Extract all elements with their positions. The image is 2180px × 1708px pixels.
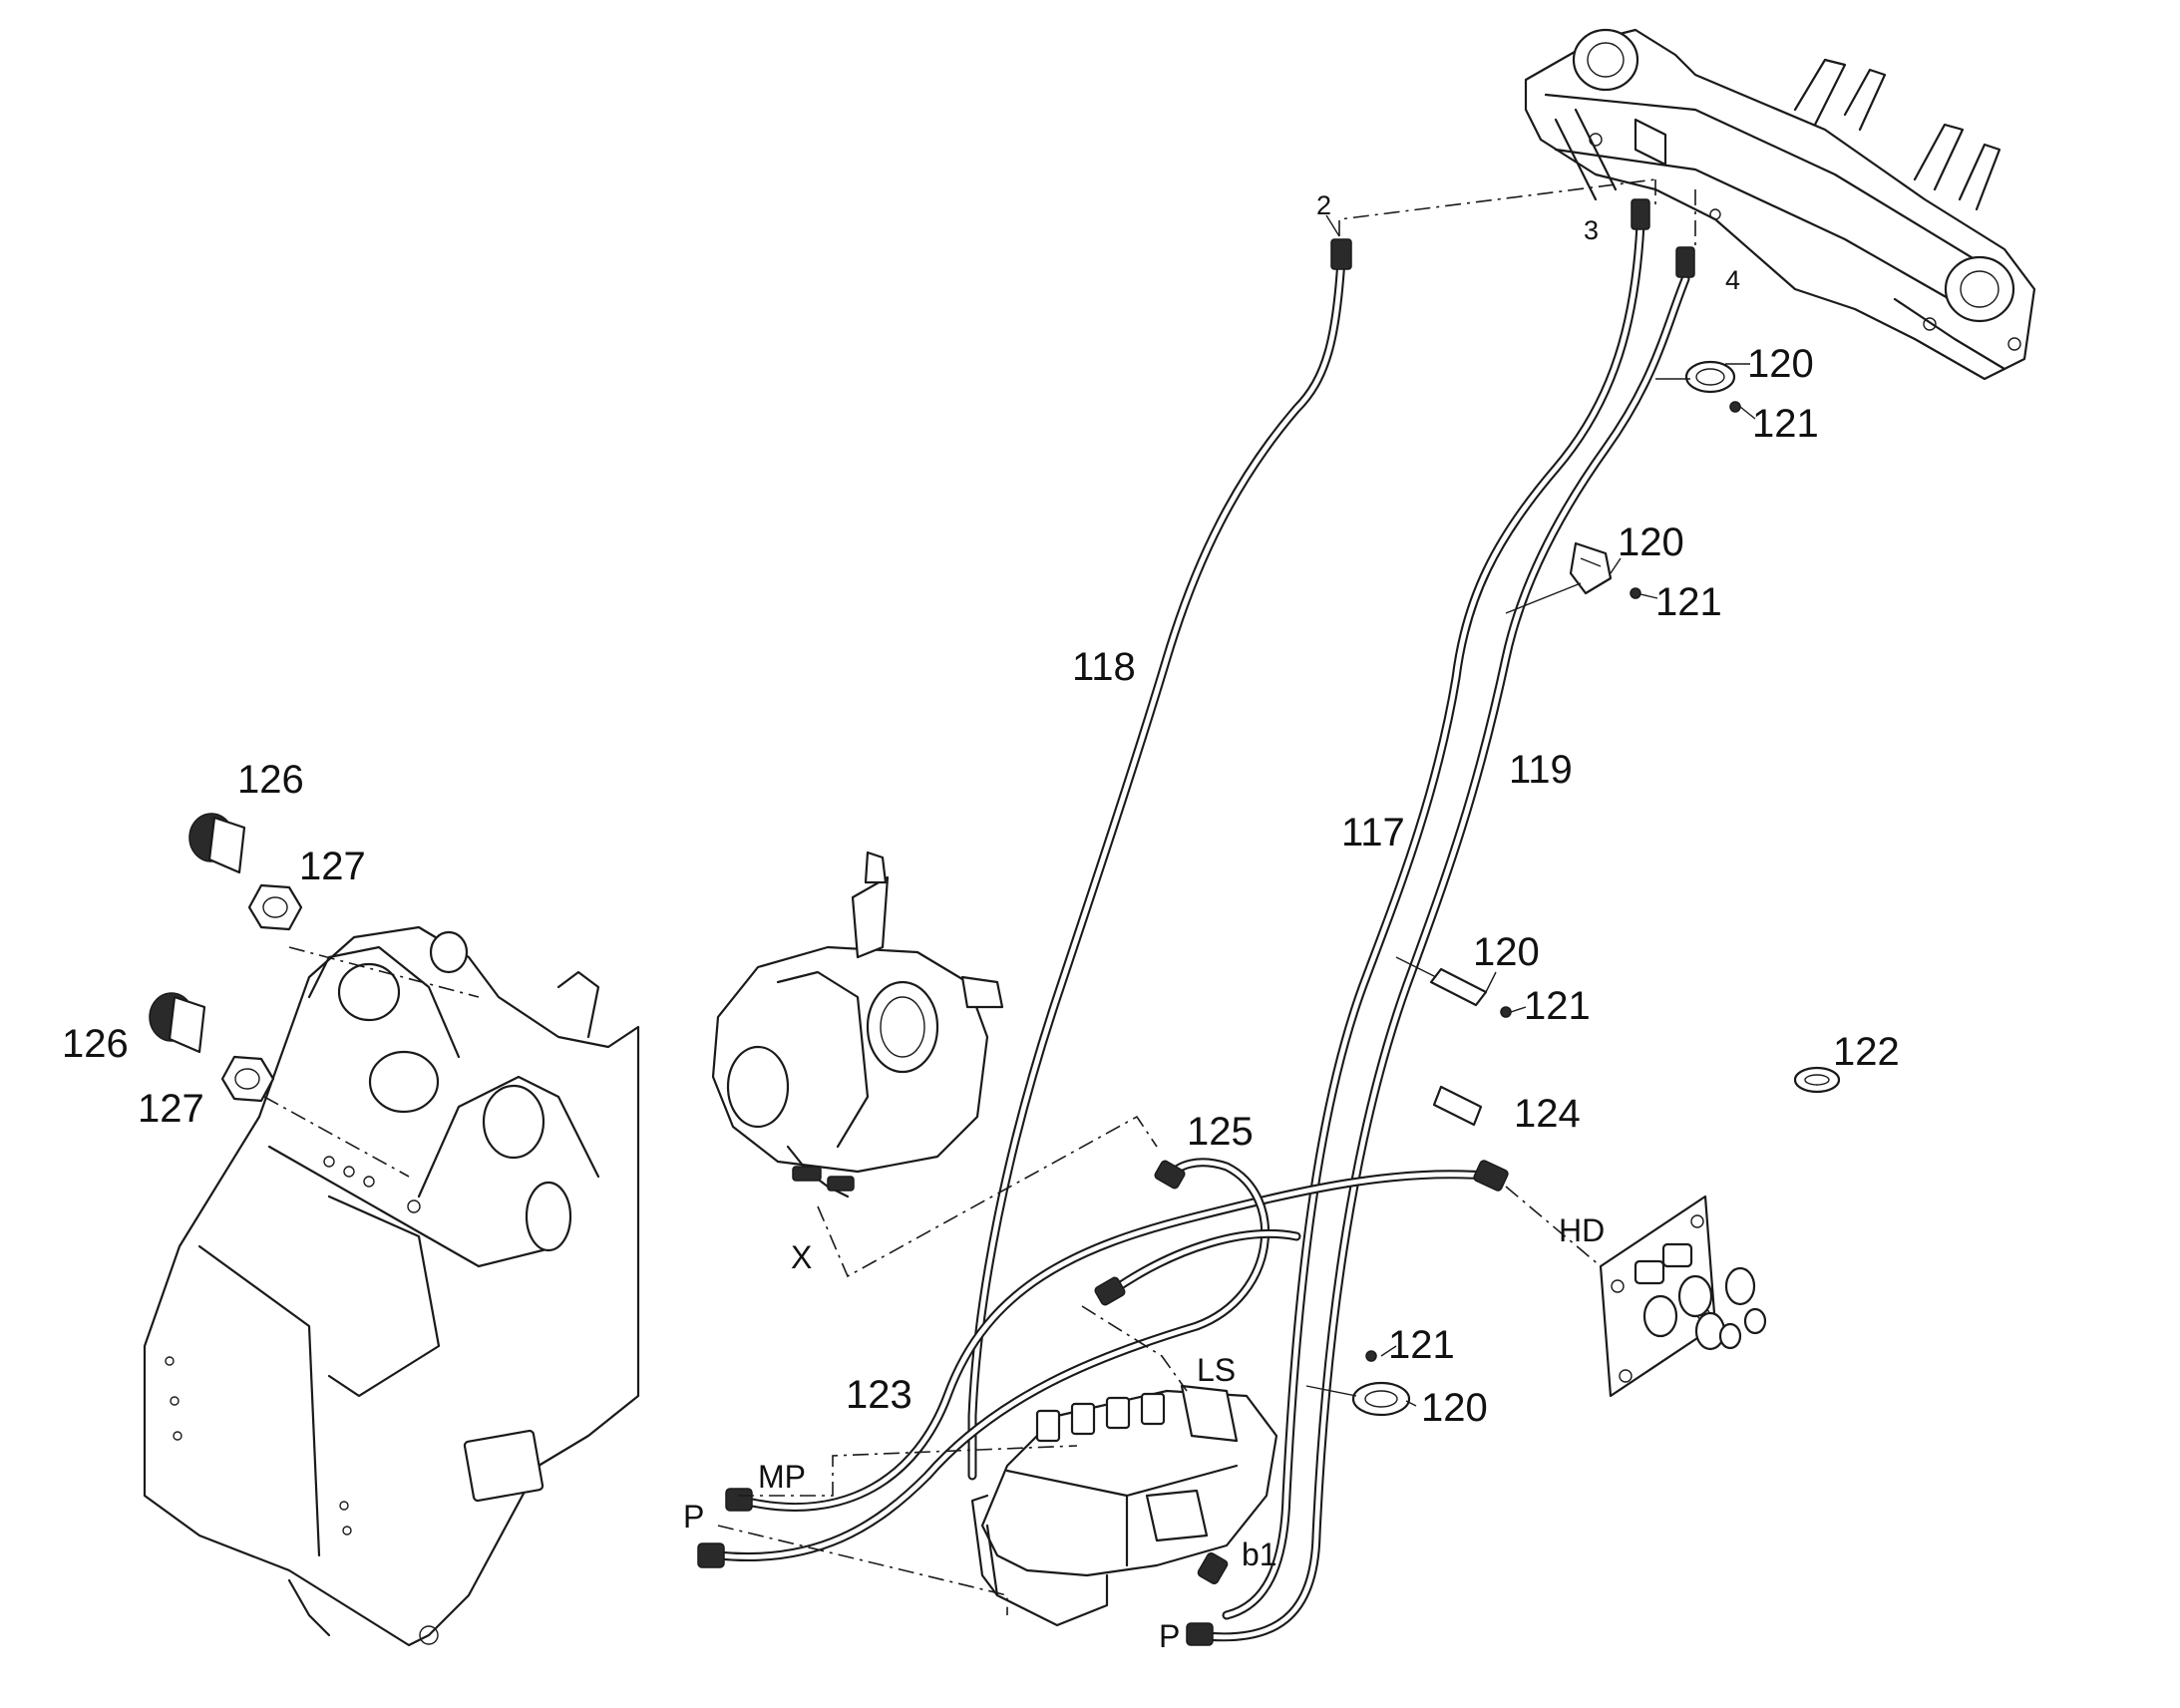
clamp-120-a: [1655, 360, 1741, 413]
leader-line-x: [817, 1115, 1158, 1278]
hose-119: [1192, 274, 1690, 1642]
callout-120-c: 120: [1473, 930, 1540, 974]
port-label-ls: LS: [1197, 1352, 1236, 1388]
callout-126-a: 126: [237, 758, 304, 802]
callout-124: 124: [1514, 1092, 1581, 1136]
callout-120-b: 120: [1618, 520, 1684, 564]
callout-125: 125: [1187, 1110, 1254, 1154]
hose-125: [713, 1158, 1271, 1561]
callout-120-a: 120: [1747, 342, 1814, 386]
callout-121-d: 121: [1388, 1323, 1455, 1367]
callout-126-b: 126: [62, 1022, 129, 1066]
callout-2: 2: [1316, 190, 1331, 220]
callout-119: 119: [1509, 748, 1573, 792]
callout-123: 123: [846, 1373, 912, 1417]
callout-122: 122: [1833, 1030, 1900, 1074]
bulkhead-fitting-126-a: [188, 813, 246, 874]
callout-117: 117: [1341, 811, 1405, 854]
callout-labels: 2 3 4 120 121 120 121 118 119 117 120 12…: [62, 190, 1900, 1430]
port-labels: X HD LS MP P P b1: [683, 1212, 1605, 1654]
hose-118: [967, 254, 1346, 1481]
leader-line-ls: [1081, 1305, 1188, 1392]
callout-3: 3: [1584, 215, 1599, 245]
port-label-b1: b1: [1242, 1537, 1277, 1572]
leader-line-127-a: [288, 946, 480, 998]
bulkhead-fitting-126-b: [149, 992, 206, 1054]
callout-127-a: 127: [299, 845, 366, 888]
quick-coupler-plate: [1599, 1195, 1767, 1398]
control-valve-block: [970, 1384, 1278, 1627]
callout-4: 4: [1725, 265, 1740, 295]
callout-121-a: 121: [1752, 402, 1819, 446]
clamp-120-d: [1305, 1350, 1411, 1417]
leader-line-127-b: [263, 1096, 410, 1178]
callout-118: 118: [1072, 645, 1136, 689]
callout-121-c: 121: [1524, 984, 1591, 1028]
hydraulic-pump: [711, 851, 1004, 1198]
hose-ls: [1107, 1229, 1301, 1296]
leader-line-p-left: [717, 1525, 1008, 1615]
port-label-p-bottom: P: [1159, 1618, 1180, 1654]
leader-line-hd: [1505, 1186, 1602, 1267]
ring-122: [1793, 1066, 1841, 1094]
hose-fittings: [697, 198, 1695, 1646]
port-label-hd: HD: [1559, 1212, 1605, 1248]
hose-123: [738, 1170, 1501, 1512]
port-label-x: X: [791, 1239, 812, 1275]
clamp-120-b: [1505, 541, 1641, 614]
callout-127-b: 127: [138, 1087, 204, 1131]
port-label-p-left: P: [683, 1499, 704, 1535]
hose-117: [1222, 219, 1645, 1620]
rear-axle-assembly: [1524, 28, 2036, 381]
clamp-120-c: [1395, 956, 1512, 1018]
callout-leaders: [1325, 214, 1756, 1407]
callout-121-b: 121: [1655, 580, 1722, 624]
leader-line-2: [1338, 178, 1656, 236]
port-label-mp: MP: [758, 1459, 806, 1495]
nut-127-b: [220, 1055, 275, 1103]
leader-line-mp: [738, 1445, 1078, 1497]
nut-127-a: [247, 883, 303, 931]
callout-120-d: 120: [1421, 1386, 1488, 1430]
clip-124: [1432, 1085, 1483, 1127]
front-loader-frame: [143, 925, 640, 1647]
